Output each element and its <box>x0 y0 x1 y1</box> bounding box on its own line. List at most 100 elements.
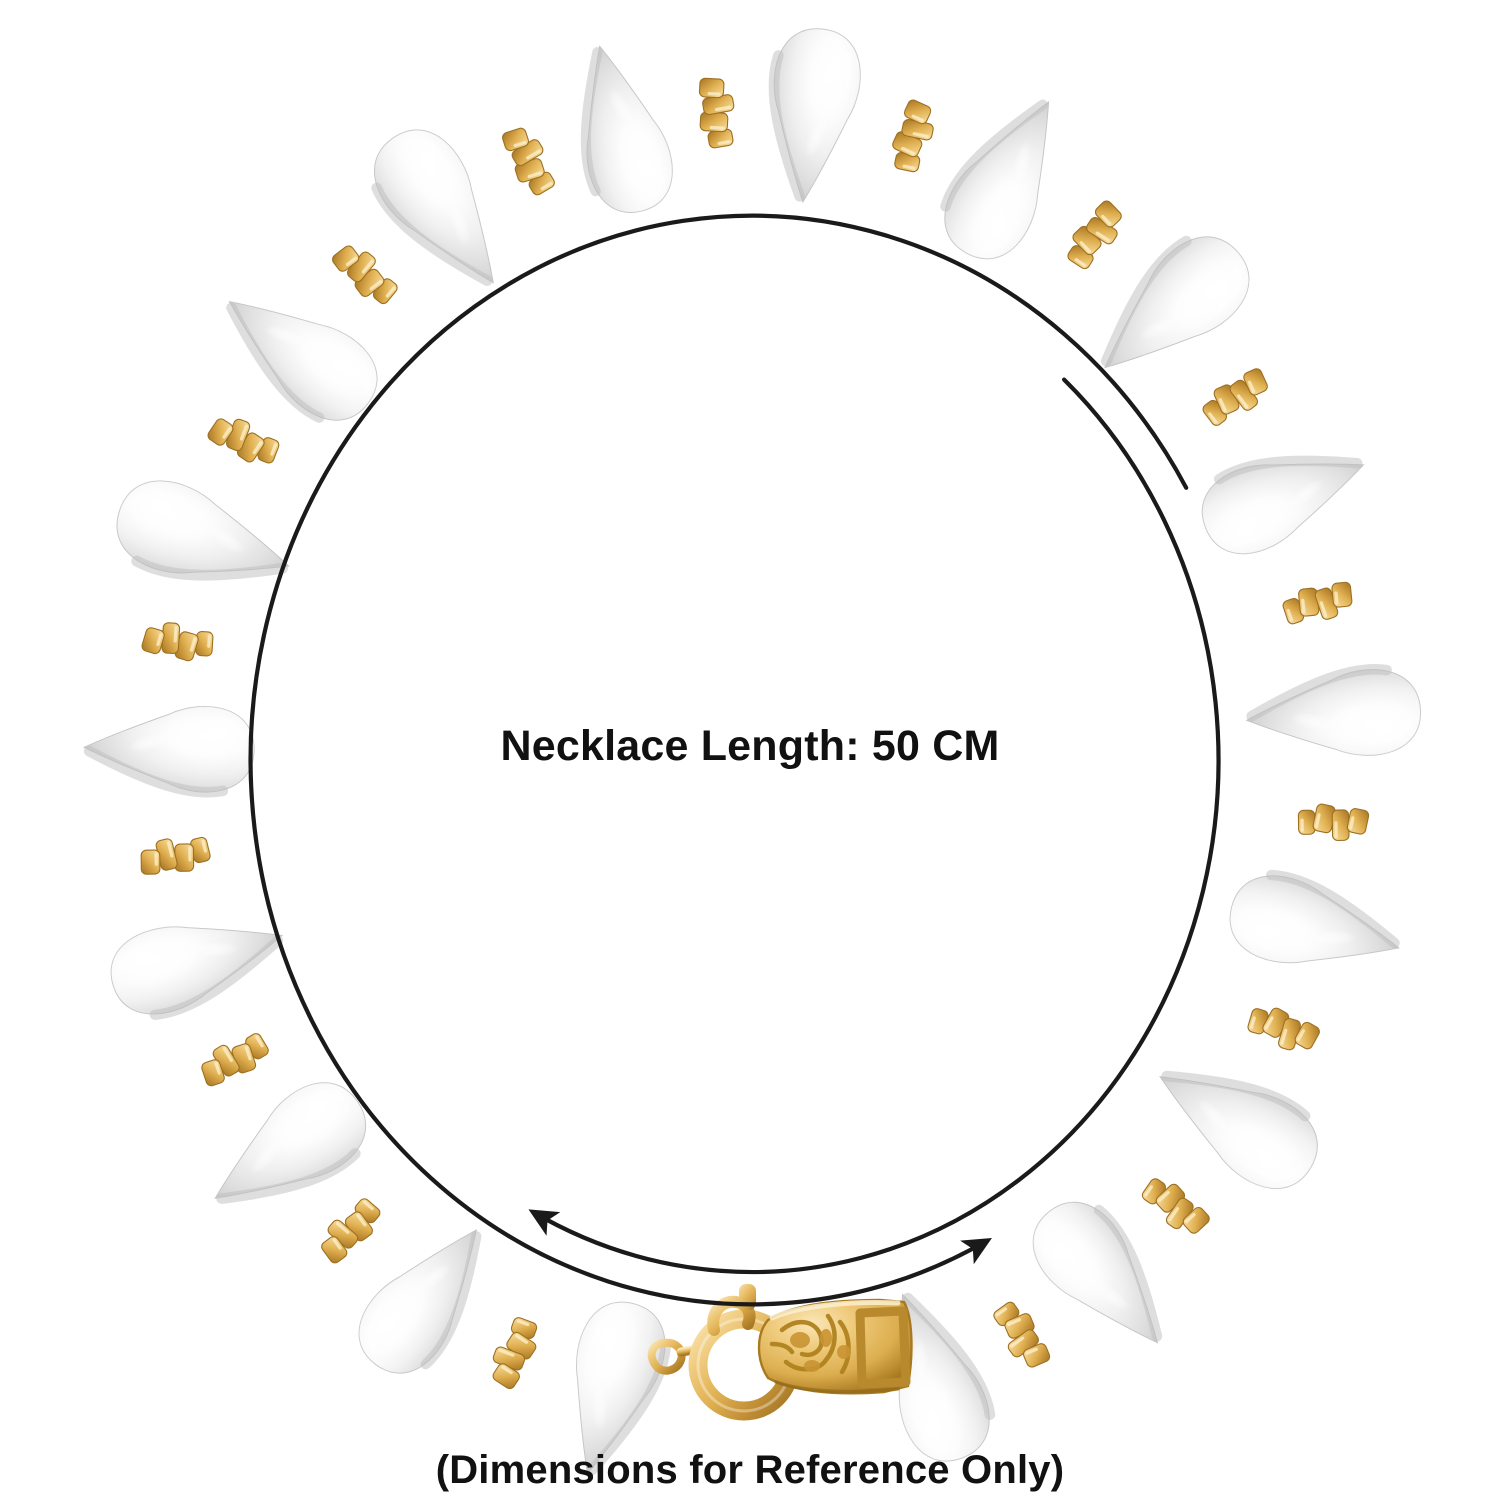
gold-nugget <box>1182 1206 1210 1234</box>
gold-spacer-bead <box>1202 368 1268 426</box>
pearl-secondary-highlight <box>1197 1098 1231 1135</box>
gold-nugget-highlight <box>1010 1336 1025 1348</box>
teardrop-pearl <box>1229 869 1400 964</box>
teardrop-pearl <box>898 1292 996 1462</box>
gold-nugget-highlight <box>154 852 158 866</box>
teardrop-pearl <box>580 45 673 213</box>
gold-spacer-bead <box>1141 1178 1210 1234</box>
gold-nugget-highlight <box>1314 813 1321 829</box>
gold-nugget-highlight <box>244 1046 252 1061</box>
pearl-shadow-edge <box>580 47 603 197</box>
gold-nugget-highlight <box>1168 1207 1180 1222</box>
pearl-secondary-highlight <box>415 1263 452 1293</box>
pearl-highlight <box>592 1310 625 1364</box>
gold-nugget <box>1243 368 1268 396</box>
gold-nugget-highlight <box>222 427 232 439</box>
pearl-secondary-highlight <box>1138 315 1181 341</box>
pearl-shadow-edge <box>1161 1070 1311 1122</box>
gold-spacer-bead <box>1282 581 1353 625</box>
gold-nugget-highlight <box>526 149 541 160</box>
pearl-secondary-highlight <box>1092 1282 1131 1311</box>
clasp-filigree-body <box>757 1298 913 1395</box>
pearl-secondary-highlight <box>206 524 247 555</box>
pearl-highlight <box>628 148 668 194</box>
gold-spacer-bead <box>1247 1007 1320 1051</box>
gold-spacer-bead <box>698 77 735 149</box>
gold-nugget-highlight <box>201 839 207 853</box>
gold-nugget-highlight <box>1296 1029 1305 1042</box>
pearl-sheen <box>1160 1076 1318 1189</box>
pearl-highlight <box>297 1086 337 1133</box>
pearl-shadow-edge <box>216 1148 361 1204</box>
gold-nugget-highlight <box>498 1348 515 1357</box>
teardrop-pearl <box>1159 1070 1318 1189</box>
gold-nugget-highlight <box>361 259 374 274</box>
teardrop-pearl <box>82 705 255 798</box>
gold-spacer-bead <box>201 1033 269 1087</box>
teardrop-pearl <box>576 1301 672 1475</box>
gold-nugget-highlight <box>1264 1016 1274 1030</box>
pearl-highlight <box>1036 1233 1084 1270</box>
gold-nugget <box>1022 1343 1051 1368</box>
gold-nugget-highlight <box>515 1334 529 1344</box>
gold-nugget-highlight <box>707 91 721 96</box>
pearl-secondary-highlight <box>591 1384 608 1431</box>
gold-nugget-highlight <box>214 1061 221 1075</box>
pearl-highlight <box>322 351 373 384</box>
gold-nugget-highlight <box>1074 258 1087 267</box>
gold-nugget-highlight <box>1101 214 1112 226</box>
teardrop-pearl <box>116 480 290 581</box>
gold-nugget-highlight <box>189 637 197 652</box>
gold-nugget <box>1346 808 1370 835</box>
pearl-shadow-edge <box>768 50 805 202</box>
gold-nugget-highlight <box>1095 231 1111 243</box>
pearl-shadow-edge <box>902 1292 996 1420</box>
gold-nugget-highlight <box>173 625 178 643</box>
bead-strand <box>82 28 1421 1475</box>
pearl-shadow-edge <box>420 1231 482 1370</box>
pearl-shadow-edge <box>1093 1204 1163 1342</box>
gold-nugget-highlight <box>709 125 725 130</box>
dimensions-reference-note: (Dimensions for Reference Only) <box>435 1448 1065 1492</box>
gold-nugget-highlight <box>516 1319 530 1327</box>
gold-nugget-highlight <box>912 132 930 139</box>
teardrop-pearl <box>358 1229 482 1374</box>
gold-nugget-highlight <box>332 1238 342 1250</box>
gold-nugget-highlight <box>385 286 396 298</box>
pearl-highlight <box>139 485 186 529</box>
gold-nugget <box>195 631 214 657</box>
gold-nugget-highlight <box>1144 1185 1153 1197</box>
pearl-highlight <box>1238 916 1291 949</box>
arrow-right-arc <box>248 213 1189 1307</box>
gold-nugget <box>321 1236 348 1264</box>
pearl-shadow-edge <box>1266 869 1400 949</box>
gold-nugget-highlight <box>1334 821 1338 838</box>
pearl-shadow-edge <box>1246 664 1392 722</box>
gold-nugget-highlight <box>1247 380 1256 393</box>
gold-nugget-highlight <box>1334 591 1339 605</box>
teardrop-pearl <box>371 129 494 286</box>
gold-spacer-bead <box>993 1301 1051 1368</box>
gold-nugget-highlight <box>156 633 163 646</box>
arrow-upper-left-arc <box>528 377 1221 1275</box>
gold-nugget <box>1094 200 1122 228</box>
teardrop-pearl <box>214 1082 367 1204</box>
gold-nugget-highlight <box>252 441 263 455</box>
gold-nugget-highlight <box>369 280 383 291</box>
pearl-secondary-highlight <box>250 1138 282 1175</box>
pearl-shadow-edge <box>1100 235 1192 367</box>
pearl-secondary-highlight <box>193 940 240 957</box>
gold-nugget-highlight <box>1237 394 1249 409</box>
pearl-secondary-highlight <box>1287 479 1324 509</box>
gold-spacer-bead <box>207 418 280 464</box>
gold-nugget-highlight <box>239 424 248 441</box>
gold-nugget-highlight <box>356 1213 367 1227</box>
pearl-highlight <box>1357 710 1409 746</box>
pearl-highlight <box>816 44 854 94</box>
gold-nugget-highlight <box>901 146 916 155</box>
pearl-secondary-highlight <box>1290 712 1336 732</box>
gold-spacer-bead <box>1297 803 1370 842</box>
gold-spacer-bead <box>141 622 214 662</box>
